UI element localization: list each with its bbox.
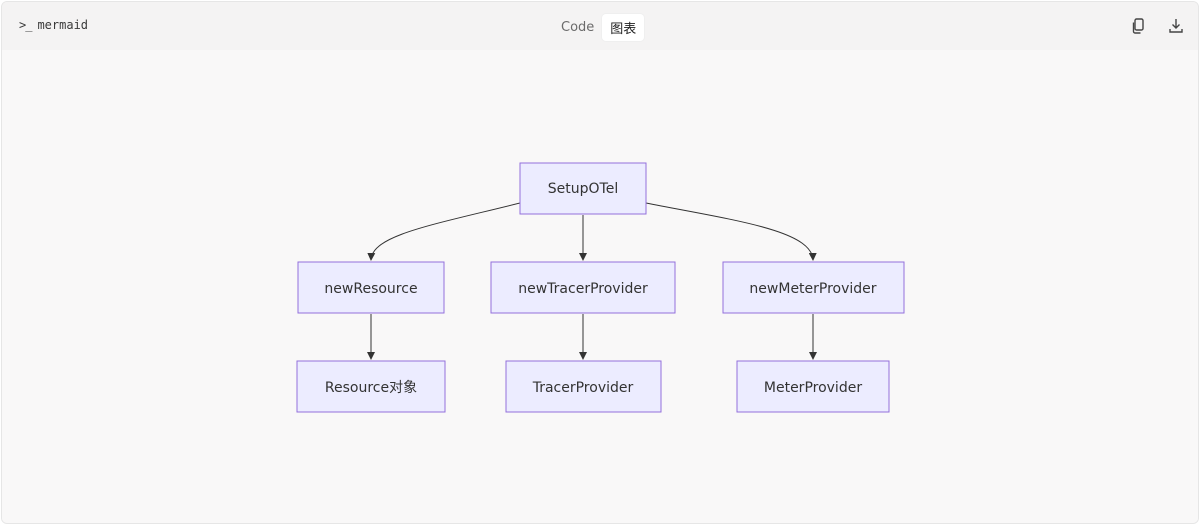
node-label: Resource对象 [325, 380, 417, 396]
node-label: MeterProvider [764, 380, 862, 396]
view-tabs: Code 图表 [553, 14, 645, 41]
edge-setup-newresource [367, 202, 521, 261]
node-newtracerprovider[interactable]: newTracerProvider [490, 261, 676, 314]
node-label: SetupOTel [548, 181, 618, 197]
node-newmeterprovider[interactable]: newMeterProvider [722, 261, 905, 314]
copy-icon [1132, 18, 1144, 34]
node-setupotel[interactable]: SetupOTel [519, 162, 647, 215]
terminal-icon: >_ [19, 18, 32, 32]
node-resource-object[interactable]: Resource对象 [296, 360, 446, 413]
node-label: newMeterProvider [749, 281, 876, 297]
node-meterprovider[interactable]: MeterProvider [736, 360, 890, 413]
node-label: TracerProvider [532, 380, 634, 396]
diagram-canvas: SetupOTel newResource newTracerProvider … [2, 50, 1198, 523]
node-label: newTracerProvider [518, 281, 648, 297]
tab-code[interactable]: Code [561, 20, 595, 35]
download-button[interactable] [1166, 16, 1186, 36]
download-icon [1169, 19, 1183, 33]
tab-chart[interactable]: 图表 [602, 14, 645, 41]
code-block-toolbar: >_ mermaid Code 图表 [2, 2, 1198, 50]
node-tracerprovider[interactable]: TracerProvider [505, 360, 662, 413]
edge-setup-newmeter [645, 202, 817, 261]
copy-button[interactable] [1129, 16, 1149, 36]
flowchart: SetupOTel newResource newTracerProvider … [296, 162, 905, 413]
node-label: newResource [324, 281, 417, 297]
language-name: mermaid [37, 18, 89, 32]
language-label: >_ mermaid [19, 18, 88, 32]
node-newresource[interactable]: newResource [297, 261, 445, 314]
